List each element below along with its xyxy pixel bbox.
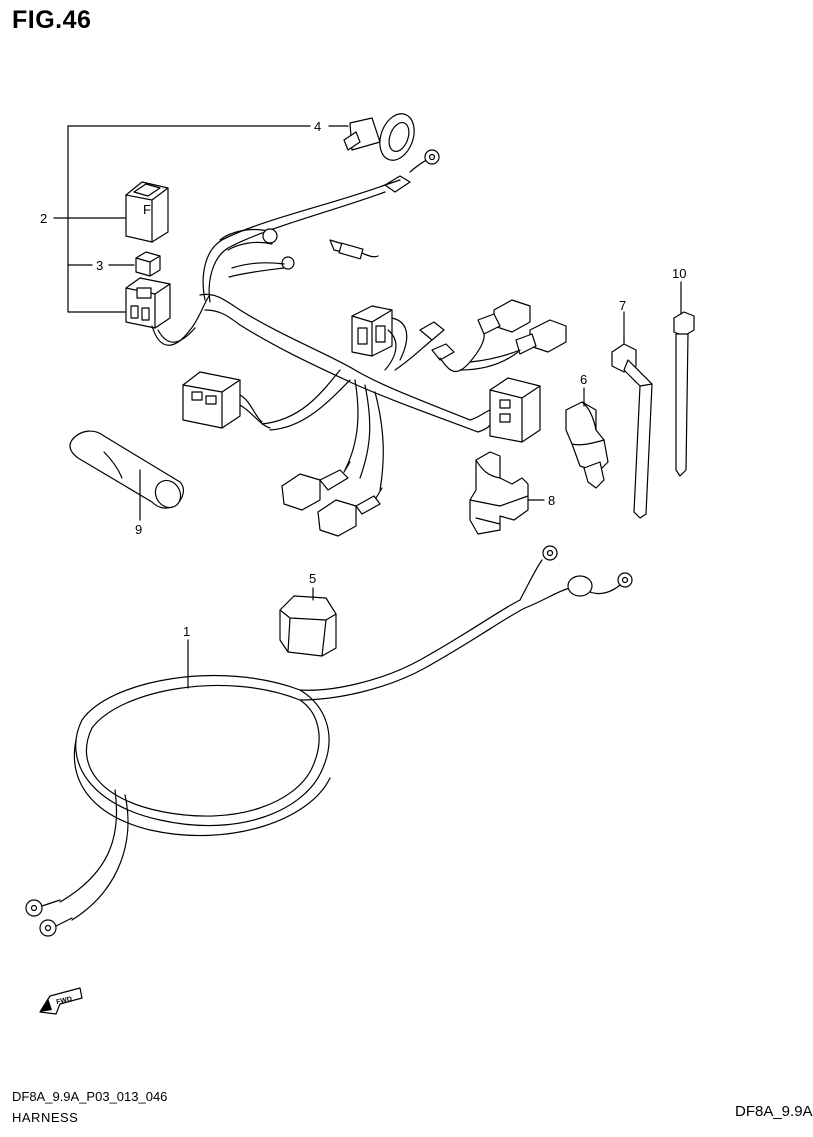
leader-lines	[139, 281, 682, 689]
callout-10: 10	[672, 266, 686, 281]
fwd-label: FWD	[56, 996, 73, 1006]
figure-name: HARNESS	[12, 1110, 79, 1125]
callout-5: 5	[309, 571, 316, 586]
callout-3: 3	[96, 258, 103, 273]
right-connectors-upper[interactable]	[431, 299, 567, 373]
central-connector[interactable]	[351, 305, 408, 371]
svg-text:F: F	[143, 202, 151, 217]
lower-branch-connectors[interactable]	[281, 379, 384, 537]
part-7-cable-tie[interactable]	[611, 343, 653, 519]
part-10-cable-tie[interactable]	[673, 311, 695, 477]
part-4-grommet[interactable]	[343, 109, 420, 165]
callout-9: 9	[135, 522, 142, 537]
upper-harness-trunk[interactable]	[199, 149, 479, 433]
spade-connector[interactable]	[394, 321, 445, 371]
bullet-connector-top[interactable]	[329, 239, 379, 260]
left-multipin-connector[interactable]	[182, 369, 351, 431]
part-3-fuse[interactable]	[135, 251, 161, 277]
part-5-rubber-block[interactable]	[279, 595, 337, 657]
harness-diagram: F	[25, 109, 695, 1015]
callout-7: 7	[619, 298, 626, 313]
relay-socket[interactable]	[125, 277, 211, 346]
fwd-arrow-icon: FWD	[39, 987, 83, 1015]
figure-code: DF8A_9.9A_P03_013_046	[12, 1089, 168, 1104]
figure-right-code: DF8A_9.9A	[735, 1103, 813, 1120]
callout-bracket	[53, 125, 349, 313]
callout-2: 2	[40, 211, 47, 226]
right-multipin-connector[interactable]	[469, 377, 541, 443]
part-1-battery-harness[interactable]	[25, 545, 633, 937]
part-6-clip[interactable]	[565, 401, 609, 489]
part-2-relay[interactable]: F	[125, 181, 169, 243]
part-8-clamp[interactable]	[469, 451, 529, 535]
callout-1: 1	[183, 624, 190, 639]
callout-6: 6	[580, 372, 587, 387]
callout-4: 4	[314, 119, 321, 134]
figure-title: FIG.46	[12, 6, 92, 34]
part-9-sleeve[interactable]	[69, 430, 185, 512]
callout-8: 8	[548, 493, 555, 508]
